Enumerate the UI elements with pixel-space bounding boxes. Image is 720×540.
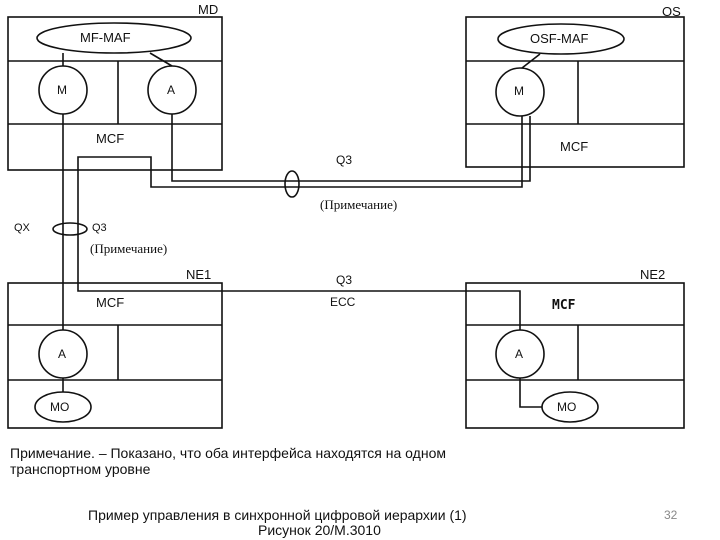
md-box xyxy=(7,16,223,171)
os-title: OS xyxy=(662,4,681,19)
os-osf-maf-ellipse xyxy=(497,23,625,55)
os-maf-label: OSF-MAF xyxy=(530,31,589,46)
ne1-title: NE1 xyxy=(186,267,212,282)
ecc-line xyxy=(77,283,466,292)
q3-md-os-label: Q3 xyxy=(336,153,353,167)
ne2-box xyxy=(465,282,685,429)
ne1-mo-label: MO xyxy=(50,400,70,414)
q3-left-label: Q3 xyxy=(92,222,107,234)
os-m-circle xyxy=(495,67,545,117)
ne2-title: NE2 xyxy=(640,267,666,282)
md-a-label: A xyxy=(167,83,176,97)
q3-ne-label: Q3 xyxy=(336,273,353,287)
md-maf-label: MF-MAF xyxy=(80,30,131,45)
qx-label: QX xyxy=(14,222,30,234)
md-os-interface-loop xyxy=(284,170,300,198)
ne1-mcf-label: MCF xyxy=(96,295,125,310)
figure-caption-line-1: Пример управления в синхронной цифровой … xyxy=(88,507,467,523)
os-box xyxy=(465,16,685,168)
ne1-box xyxy=(7,282,223,429)
footnote-line-2: транспортном уровне xyxy=(10,461,151,477)
figure-caption-line-2: Рисунок 20/M.3010 xyxy=(258,522,381,538)
footnote-line-1: Примечание. – Показано, что оба интерфей… xyxy=(10,445,446,461)
q3-md-os-line xyxy=(171,114,531,182)
left-interface-loop xyxy=(52,222,88,236)
ne1-a-label: A xyxy=(58,347,67,361)
note-left-label: (Примечание) xyxy=(90,241,168,256)
ecc-label: ECC xyxy=(330,295,356,309)
note-md-os-label: (Примечание) xyxy=(320,197,398,212)
ne2-mo-label: MO xyxy=(557,400,577,414)
ne2-a-label: A xyxy=(515,347,524,361)
os-m-label: M xyxy=(514,84,524,98)
md-title: MD xyxy=(198,2,219,17)
md-m-label: M xyxy=(57,83,67,97)
md-mcf-label: MCF xyxy=(96,131,125,146)
page-number: 32 xyxy=(664,508,678,522)
ne2-mcf-label: MCF xyxy=(552,298,576,313)
md-mf-maf-ellipse xyxy=(36,22,192,54)
os-mcf-label: MCF xyxy=(560,139,589,154)
